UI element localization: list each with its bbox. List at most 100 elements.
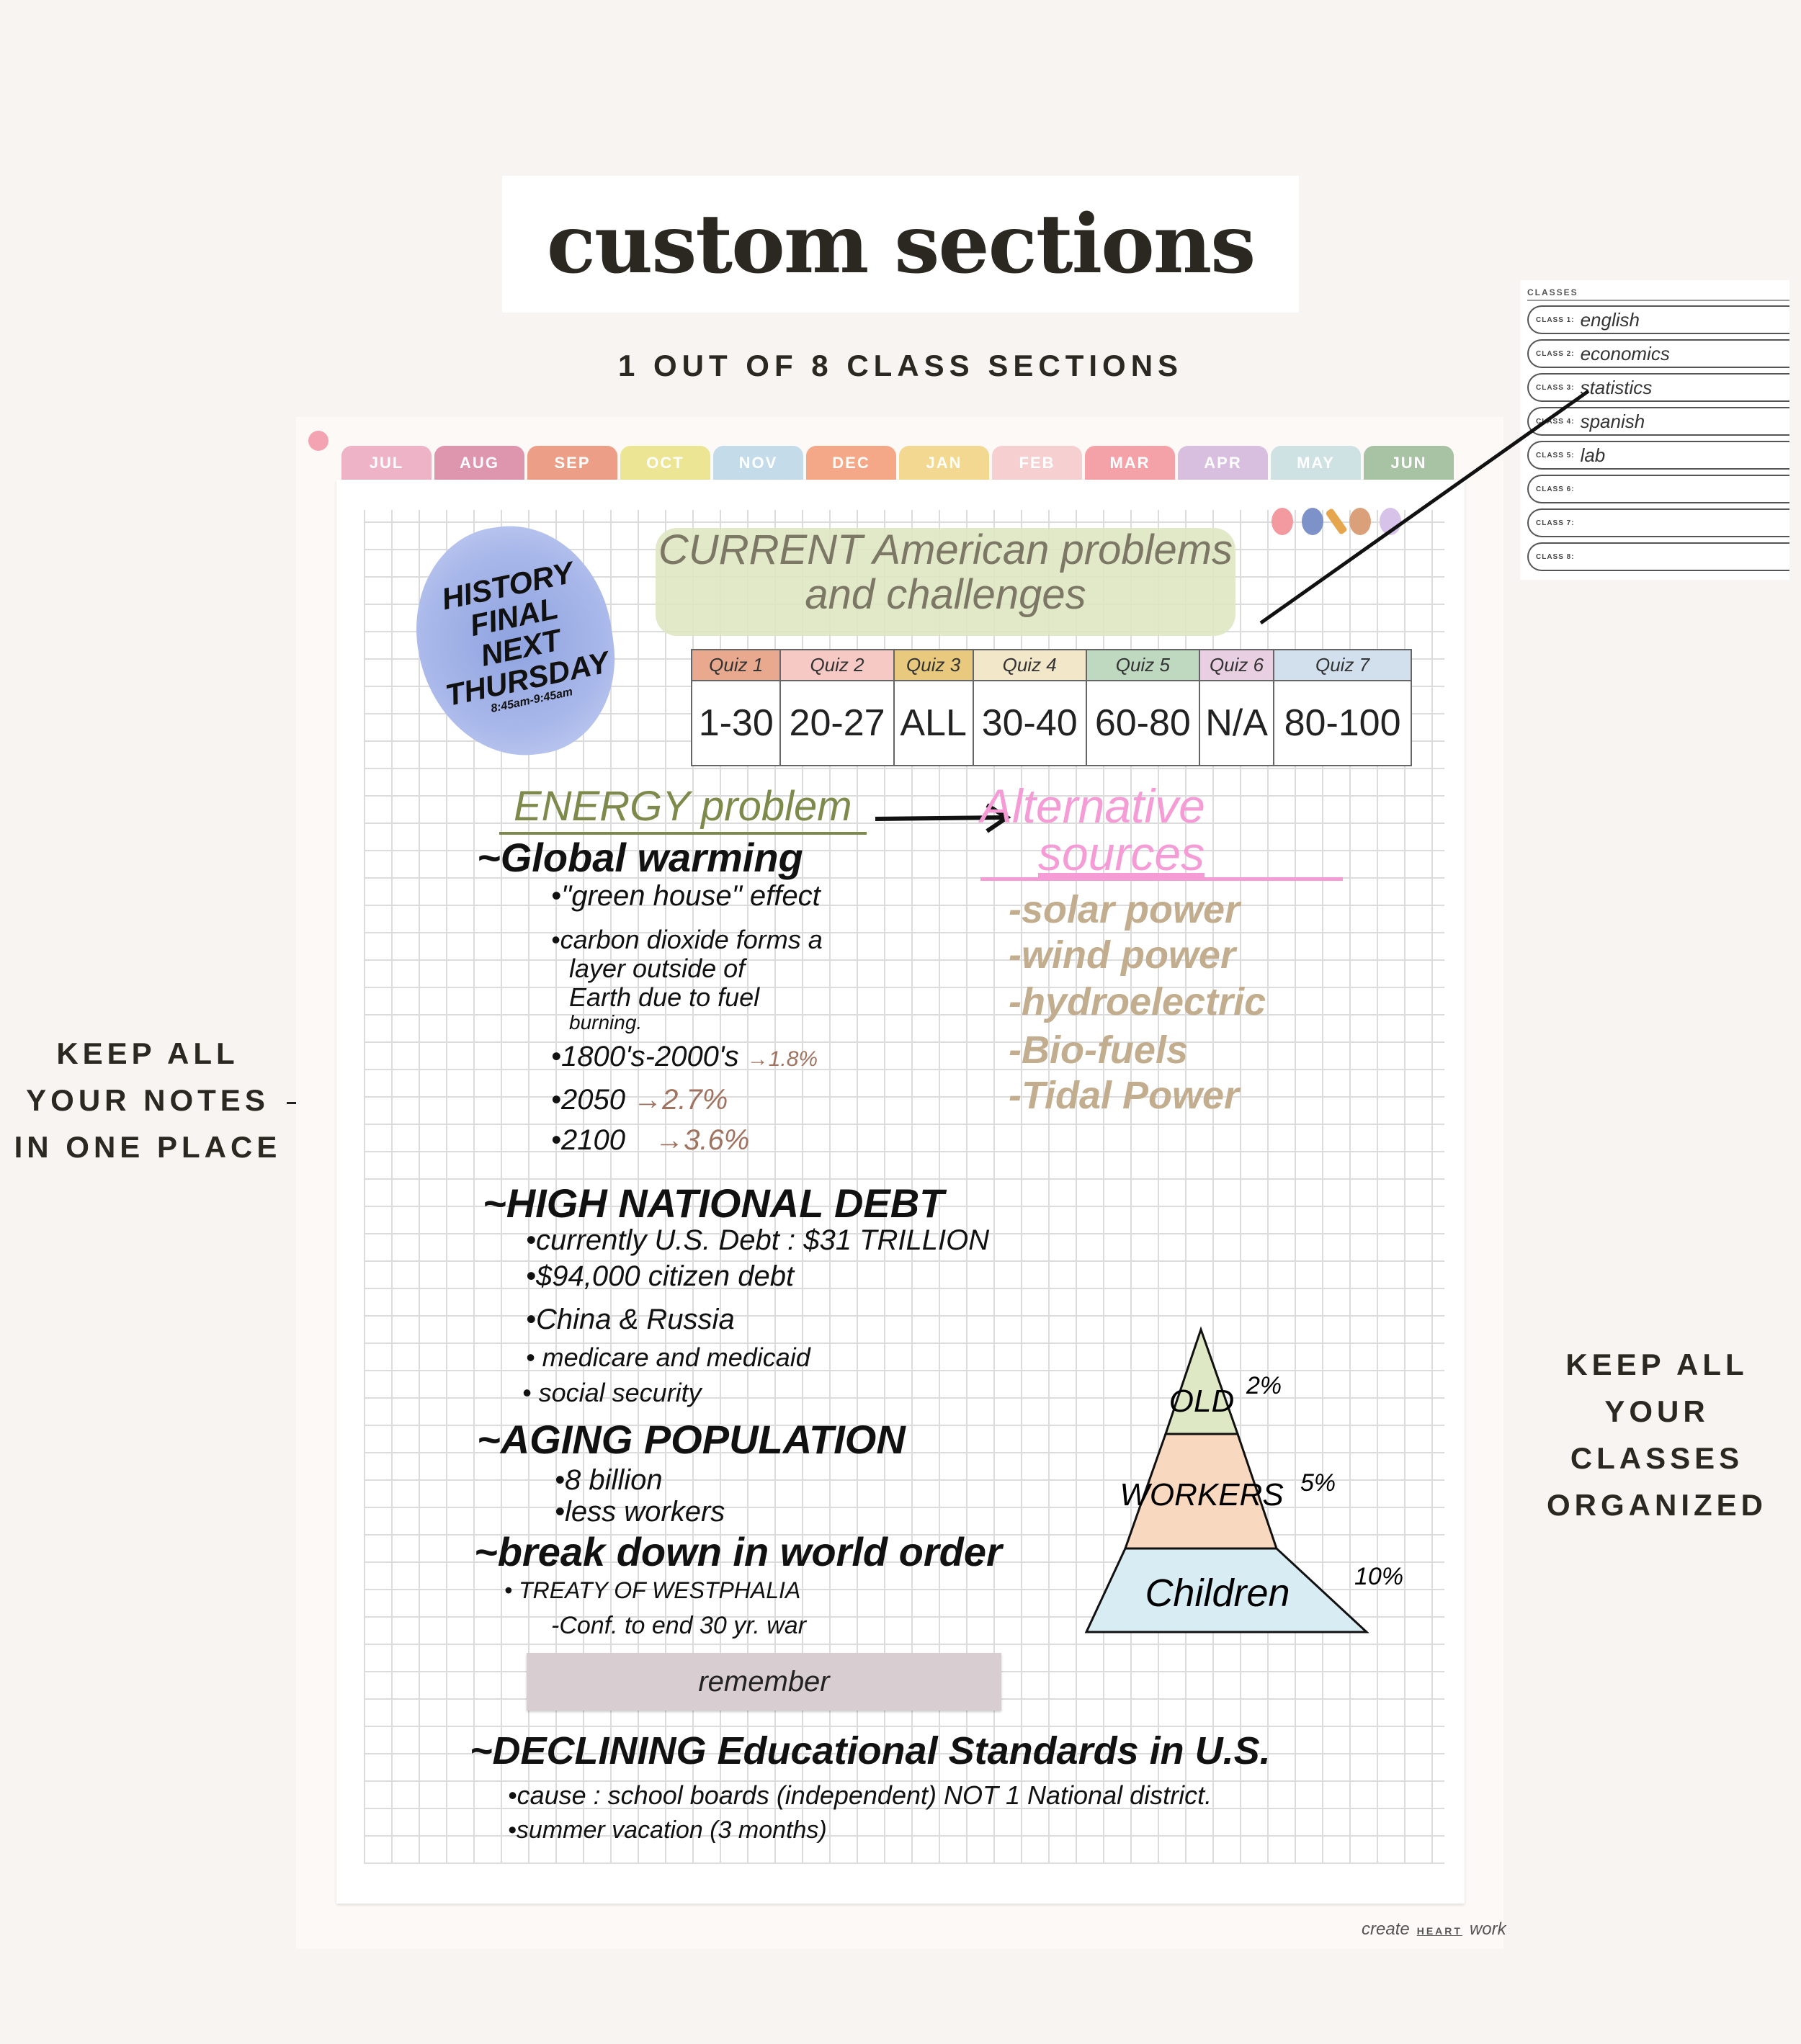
callout-line: CLASSES — [1570, 1441, 1744, 1475]
tab-oct[interactable]: OCT — [620, 446, 710, 480]
bullet-text: •2100 — [551, 1124, 625, 1156]
alternative-heading: Alternative sources — [980, 782, 1343, 881]
notes-title-line: CURRENT American problems — [658, 526, 1233, 573]
class-field[interactable]: CLASS 8: — [1527, 542, 1789, 571]
left-callout: KEEP ALL YOUR NOTES IN ONE PLACE — [0, 1030, 295, 1170]
alt-line: sources — [1038, 827, 1205, 880]
quiz-cell: ALL — [893, 680, 974, 766]
callout-line: KEEP ALL — [1565, 1348, 1748, 1381]
right-callout: KEEP ALL YOUR CLASSES ORGANIZED — [1513, 1341, 1801, 1528]
section-heading: ~Global warming — [477, 835, 803, 880]
alt-line: Alternative — [980, 779, 1205, 833]
quiz-header: Quiz 4 — [972, 649, 1087, 681]
section-heading: ~AGING POPULATION — [477, 1417, 906, 1462]
quiz-cell: 20-27 — [779, 680, 895, 766]
tab-sep[interactable]: SEP — [527, 446, 617, 480]
quiz-cell: 1-30 — [690, 680, 782, 766]
classes-heading: CLASSES — [1527, 287, 1789, 301]
class-label: CLASS 5: — [1536, 451, 1575, 460]
page-dot — [308, 431, 329, 451]
quiz-cell: 80-100 — [1273, 680, 1412, 766]
pencil-icon — [1325, 507, 1348, 536]
strawberry-icon — [1272, 508, 1293, 535]
pyramid-percent: 5% — [1300, 1469, 1336, 1497]
crystal-icon — [1380, 508, 1401, 535]
logo-text: create — [1362, 1919, 1410, 1939]
callout-line: YOUR NOTES — [26, 1083, 269, 1117]
bullet: • social security — [522, 1378, 702, 1407]
tab-aug[interactable]: AUG — [434, 446, 524, 480]
energy-heading: ENERGY problem — [499, 782, 867, 835]
tab-may[interactable]: MAY — [1271, 446, 1361, 480]
title-banner: custom sections — [502, 176, 1299, 313]
bullet: •2100 →3.6% — [551, 1124, 749, 1157]
class-field[interactable]: CLASS 5: lab — [1527, 441, 1789, 470]
bullet-value: →3.6% — [655, 1124, 750, 1156]
tab-jul[interactable]: JUL — [341, 446, 432, 480]
class-field[interactable]: CLASS 7: — [1527, 508, 1789, 537]
alt-item: -hydroelectric — [1009, 980, 1266, 1023]
quiz-header: Quiz 2 — [779, 649, 895, 681]
class-label: CLASS 6: — [1536, 485, 1575, 493]
quiz-cell: 60-80 — [1085, 680, 1200, 766]
class-value: spanish — [1580, 410, 1645, 432]
tab-dec[interactable]: DEC — [806, 446, 896, 480]
class-value: lab — [1580, 444, 1606, 466]
bullet: •China & Russia — [526, 1304, 735, 1335]
callout-line: ORGANIZED — [1547, 1488, 1767, 1522]
pyramid-percent: 2% — [1246, 1372, 1282, 1399]
alt-item: -wind power — [1009, 933, 1235, 977]
class-label: CLASS 1: — [1536, 315, 1575, 324]
tab-apr[interactable]: APR — [1178, 446, 1268, 480]
class-label: CLASS 4: — [1536, 417, 1575, 426]
pyramid-label: OLD — [1169, 1384, 1234, 1419]
logo-text: HEART — [1416, 1925, 1462, 1937]
class-label: CLASS 8: — [1536, 552, 1575, 561]
callout-line: YOUR — [1604, 1394, 1710, 1428]
quiz-header: Quiz 7 — [1273, 649, 1412, 681]
pyramid-label: Children — [1145, 1572, 1290, 1615]
section-heading: ~DECLINING Educational Standards in U.S. — [470, 1729, 1271, 1772]
tab-jun[interactable]: JUN — [1364, 446, 1454, 480]
bullet: •summer vacation (3 months) — [508, 1816, 827, 1844]
section-heading: ~HIGH NATIONAL DEBT — [483, 1180, 944, 1226]
bullet: •$94,000 citizen debt — [526, 1260, 795, 1292]
tab-feb[interactable]: FEB — [992, 446, 1082, 480]
class-field[interactable]: CLASS 2:economics — [1527, 339, 1789, 368]
quiz-header: Quiz 1 — [690, 649, 782, 681]
quiz-header: Quiz 3 — [893, 649, 974, 681]
class-field[interactable]: CLASS 1: english — [1527, 305, 1789, 334]
bullet: layer outside of — [569, 954, 746, 983]
bullet-value: →2.7% — [633, 1084, 728, 1116]
tab-mar[interactable]: MAR — [1085, 446, 1175, 480]
tab-nov[interactable]: NOV — [713, 446, 803, 480]
notes-title: CURRENT American problems and challenges — [656, 528, 1235, 636]
bullet: -Conf. to end 30 yr. war — [551, 1612, 807, 1639]
seed-icon — [1349, 508, 1371, 535]
class-label: CLASS 2: — [1536, 349, 1575, 358]
brand-logo: create HEART work — [1362, 1919, 1506, 1940]
class-field[interactable]: CLASS 4: spanish — [1527, 407, 1789, 436]
bullet: • TREATY OF WESTPHALIA — [504, 1577, 801, 1603]
class-value: english — [1580, 308, 1640, 331]
quiz-header: Quiz 6 — [1198, 649, 1275, 681]
page-title: custom sections — [546, 197, 1256, 292]
logo-text: work — [1469, 1919, 1506, 1939]
alt-item: -solar power — [1009, 888, 1241, 931]
pyramid-level-children — [1084, 1547, 1369, 1633]
class-field[interactable]: CLASS 3:statistics — [1527, 373, 1789, 402]
class-field[interactable]: CLASS 6: — [1527, 475, 1789, 503]
bullet: •less workers — [555, 1496, 725, 1528]
sticky-note: remember — [527, 1653, 1001, 1711]
class-label: CLASS 7: — [1536, 519, 1575, 527]
bullet: •carbon dioxide forms a — [551, 925, 823, 954]
bullet-value: →1.8% — [746, 1047, 818, 1071]
class-value: statistics — [1580, 376, 1653, 398]
bullet: •"green house" effect — [551, 880, 821, 912]
bullet: •1800's-2000's →1.8% — [551, 1041, 818, 1073]
tab-jan[interactable]: JAN — [899, 446, 989, 480]
section-heading: ~break down in world order — [474, 1529, 1002, 1574]
pyramid-percent: 10% — [1354, 1563, 1403, 1590]
